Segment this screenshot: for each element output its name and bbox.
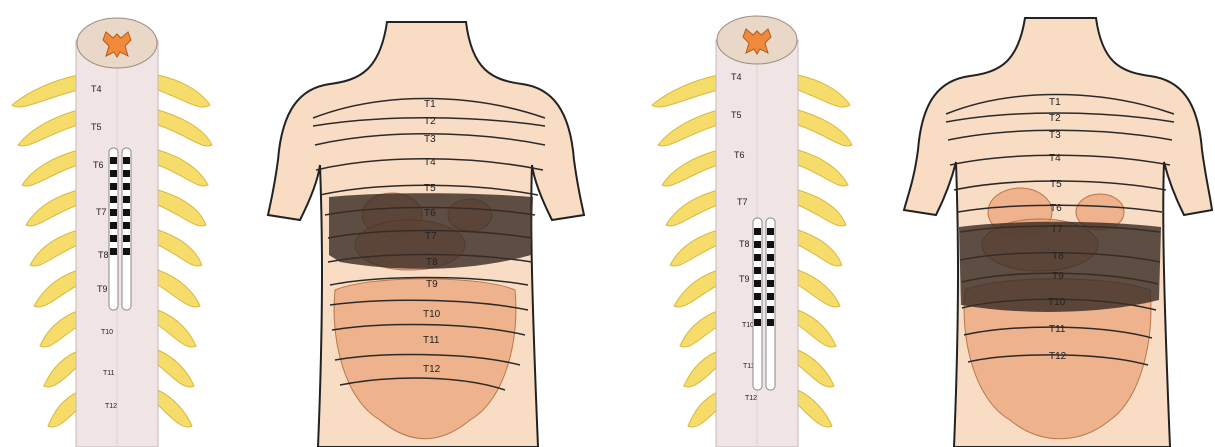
dermatome-label-t3: T3 bbox=[424, 134, 436, 145]
dermatome-label-t2: T2 bbox=[424, 116, 436, 127]
vertebra-label-t7: T7 bbox=[737, 197, 748, 207]
vertebra-label-t7: T7 bbox=[96, 207, 107, 217]
dermatome-label-t11: T11 bbox=[423, 335, 440, 346]
dermatome-label-t9: T9 bbox=[426, 279, 438, 290]
gray-matter-1 bbox=[103, 32, 131, 57]
dermatome-label-t7: T7 bbox=[1051, 224, 1063, 235]
vertebra-label-t9: T9 bbox=[97, 284, 108, 294]
dermatome-label-t6: T6 bbox=[1050, 203, 1062, 214]
vertebra-label-t4: T4 bbox=[91, 84, 102, 94]
dermatome-label-t12: T12 bbox=[1049, 351, 1067, 362]
vertebra-label-t12: T12 bbox=[105, 403, 117, 410]
vertebra-label-t6: T6 bbox=[734, 150, 745, 160]
vertebra-label-t8: T8 bbox=[739, 239, 750, 249]
vertebra-label-t9: T9 bbox=[739, 274, 750, 284]
vertebra-label-t10: T10 bbox=[101, 329, 113, 336]
dermatome-label-t7: T7 bbox=[425, 231, 437, 242]
torso-panel-2: T1 T2 T3 T4 T5 T6 T7 T8 T9 T10 T11 T12 bbox=[904, 18, 1212, 447]
dermatome-label-t4: T4 bbox=[1049, 153, 1061, 164]
dermatome-label-t8: T8 bbox=[426, 257, 438, 268]
spine-panel-2: T4 T5 T6 T7 T8 T9 T10 T11 T12 bbox=[652, 16, 852, 447]
dermatome-label-t9: T9 bbox=[1052, 271, 1064, 282]
dermatome-label-t2: T2 bbox=[1049, 113, 1061, 124]
vertebra-label-t4: T4 bbox=[731, 72, 742, 82]
dermatome-label-t5: T5 bbox=[424, 183, 436, 194]
vertebra-label-t10: T10 bbox=[742, 322, 754, 329]
dermatome-label-t5: T5 bbox=[1050, 179, 1062, 190]
vertebra-label-t5: T5 bbox=[731, 110, 742, 120]
dermatome-label-t3: T3 bbox=[1049, 130, 1061, 141]
dermatome-label-t8: T8 bbox=[1052, 251, 1064, 262]
vertebra-label-t12: T12 bbox=[745, 395, 757, 402]
vertebra-label-t8: T8 bbox=[98, 250, 109, 260]
spine-panel-1: T4 T5 T6 T7 T8 T9 T10 T11 T12 bbox=[12, 18, 212, 447]
vertebra-label-t11: T11 bbox=[103, 370, 115, 377]
dermatome-label-t12: T12 bbox=[423, 364, 441, 375]
vertebra-label-t6: T6 bbox=[93, 160, 104, 170]
vertebra-label-t5: T5 bbox=[91, 122, 102, 132]
dermatome-label-t1: T1 bbox=[424, 99, 436, 110]
dermatome-label-t6: T6 bbox=[424, 208, 436, 219]
dermatome-label-t10: T10 bbox=[1048, 297, 1066, 308]
gray-matter-2 bbox=[743, 29, 771, 54]
dermatome-label-t4: T4 bbox=[424, 157, 436, 168]
dermatome-label-t11: T11 bbox=[1049, 324, 1066, 335]
torso-panel-1: T1 T2 T3 T4 T5 T6 T7 T8 T9 T10 T11 T12 bbox=[268, 22, 584, 447]
dermatome-label-t1: T1 bbox=[1049, 97, 1061, 108]
dermatome-label-t10: T10 bbox=[423, 309, 441, 320]
